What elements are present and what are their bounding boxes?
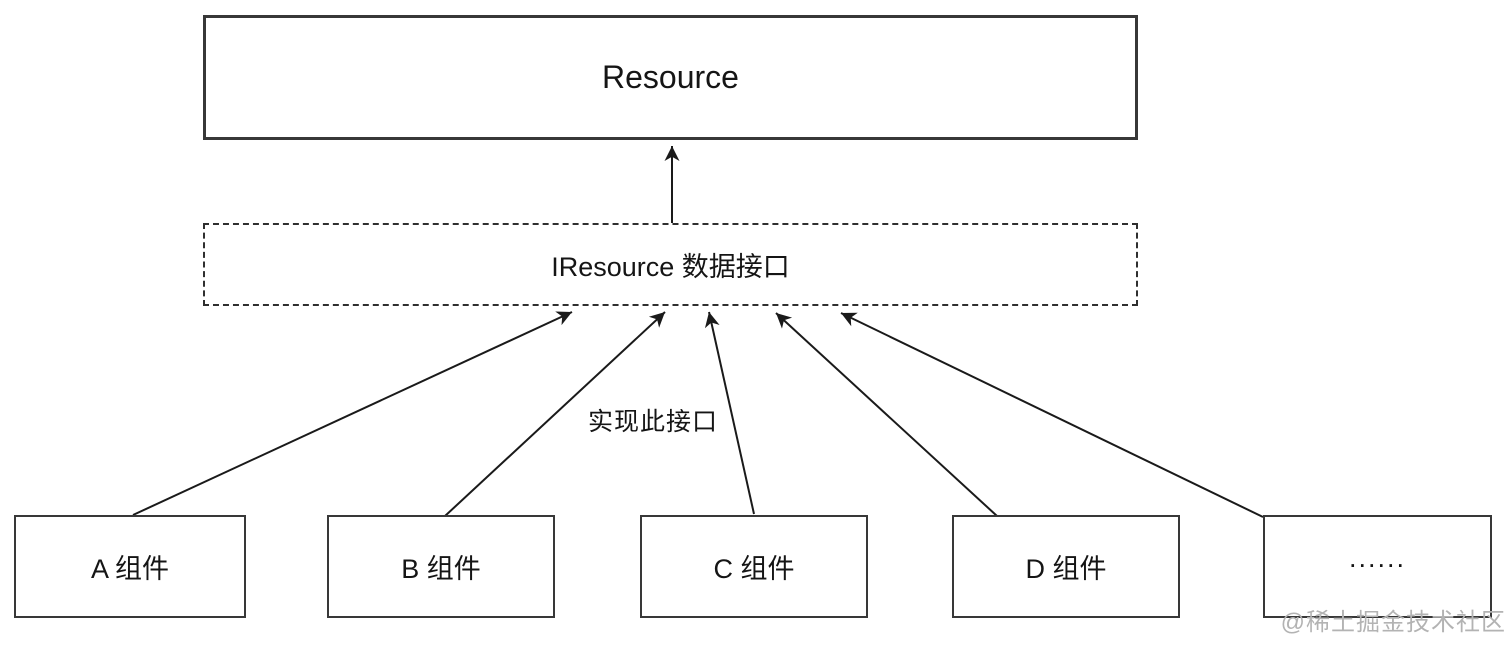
component-box-d: D 组件 [952, 515, 1180, 618]
component-box-c: C 组件 [640, 515, 868, 618]
edge-component-more-to-interface [840, 312, 1264, 518]
resource-label: Resource [602, 59, 739, 95]
interface-box: IResource 数据接口 [203, 223, 1138, 306]
edge-component-d-to-interface [775, 312, 998, 517]
component-more-label: ...... [1348, 543, 1406, 573]
resource-box: Resource [203, 15, 1138, 140]
watermark: @稀土掘金技术社区 [1280, 609, 1506, 636]
component-a-label: A 组件 [90, 554, 170, 584]
component-box-more: ...... [1263, 515, 1492, 618]
component-box-a: A 组件 [14, 515, 246, 618]
component-d-label: D 组件 [1025, 554, 1107, 584]
component-c-label: C 组件 [713, 554, 795, 584]
edge-annotation: 实现此接口 [588, 408, 719, 436]
component-b-label: B 组件 [401, 554, 481, 584]
interface-label: IResource 数据接口 [551, 252, 790, 282]
component-box-b: B 组件 [327, 515, 555, 618]
edge-component-a-to-interface [132, 311, 573, 516]
